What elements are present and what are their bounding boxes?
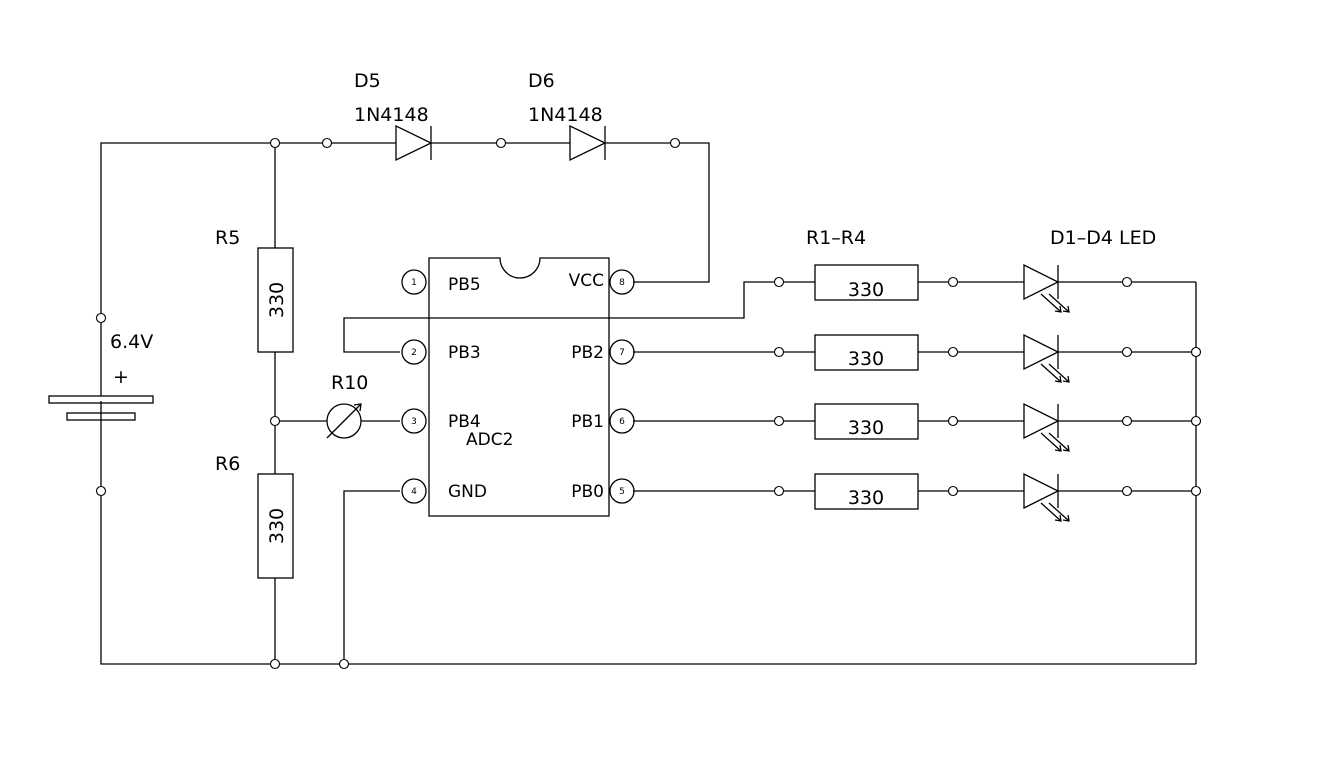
junction-node — [269, 658, 281, 670]
led-group-ref: D1–D4 LED — [1050, 227, 1156, 249]
led-d1 — [1023, 263, 1070, 313]
resistor-r6: 330 R6 — [215, 453, 294, 579]
junction-node — [1121, 346, 1133, 358]
junction-node — [773, 346, 785, 358]
diode-d6-triangle — [569, 124, 607, 162]
resistor-r5-ref: R5 — [215, 227, 240, 249]
pin-4-number: 4 — [411, 487, 417, 497]
pin-7-label: PB2 — [571, 343, 604, 363]
junction-node — [1190, 346, 1202, 358]
pin-3-label: PB4 — [448, 412, 481, 432]
junction-nodes — [95, 137, 1202, 670]
battery-plate-long — [48, 395, 154, 404]
junction-node — [95, 312, 107, 324]
pin-4-label: GND — [448, 482, 487, 502]
battery-plus-sign: + — [113, 366, 129, 388]
sensor-r10: R10 — [326, 372, 368, 439]
resistor-r6-value: 330 — [266, 508, 288, 544]
pin-7-number: 7 — [619, 348, 625, 358]
pin-5-label: PB0 — [571, 482, 604, 502]
junction-node — [321, 137, 333, 149]
led-d2 — [1023, 333, 1070, 383]
led-d4 — [1023, 472, 1070, 522]
pin-6-label: PB1 — [571, 412, 604, 432]
resistor-r5: 330 R5 — [215, 227, 294, 353]
pin-3-number: 3 — [411, 417, 417, 427]
pin-6-number: 6 — [619, 417, 625, 427]
resistor-r3-value: 330 — [848, 417, 884, 439]
diode-d5: D5 1N4148 — [354, 70, 433, 162]
junction-node — [773, 415, 785, 427]
junction-node — [338, 658, 350, 670]
diode-d5-ref: D5 — [354, 70, 381, 92]
battery-plate-short — [66, 412, 136, 421]
junction-node — [947, 346, 959, 358]
wires — [100, 142, 1197, 665]
pin-8-number: 8 — [619, 278, 625, 288]
battery-voltage: 6.4V — [110, 331, 153, 353]
pin-8-label: VCC — [569, 271, 604, 291]
led-group-d1-d4: D1–D4 LED — [1023, 227, 1156, 522]
diode-d6-ref: D6 — [528, 70, 555, 92]
junction-node — [669, 137, 681, 149]
sensor-r10-ref: R10 — [331, 372, 368, 394]
pin-5-number: 5 — [619, 487, 625, 497]
led-d3 — [1023, 402, 1070, 452]
pin-1-label: PB5 — [448, 275, 481, 295]
battery: 6.4V + — [48, 331, 154, 421]
pin-2-label: PB3 — [448, 343, 481, 363]
junction-node — [1190, 415, 1202, 427]
resistor-r5-value: 330 — [266, 282, 288, 318]
junction-node — [1190, 485, 1202, 497]
resistor-group-ref: R1–R4 — [806, 227, 866, 249]
resistor-r4-value: 330 — [848, 487, 884, 509]
junction-node — [495, 137, 507, 149]
diode-d5-part: 1N4148 — [354, 104, 429, 126]
junction-node — [947, 485, 959, 497]
junction-node — [269, 137, 281, 149]
pin-3-sublabel: ADC2 — [466, 430, 513, 450]
junction-node — [773, 485, 785, 497]
junction-node — [947, 415, 959, 427]
resistor-group-r1-r4: R1–R4 330 330 330 330 — [806, 227, 919, 510]
junction-node — [1121, 276, 1133, 288]
diode-d6: D6 1N4148 — [528, 70, 607, 162]
junction-node — [947, 276, 959, 288]
junction-node — [95, 485, 107, 497]
junction-node — [269, 415, 281, 427]
pin-1-number: 1 — [411, 278, 417, 288]
junction-node — [1121, 415, 1133, 427]
resistor-r6-ref: R6 — [215, 453, 240, 475]
resistor-r2-value: 330 — [848, 348, 884, 370]
diode-d5-triangle — [395, 124, 433, 162]
diode-d6-part: 1N4148 — [528, 104, 603, 126]
resistor-r1-value: 330 — [848, 279, 884, 301]
pin-2-number: 2 — [411, 348, 417, 358]
chip-body — [428, 257, 610, 517]
junction-node — [773, 276, 785, 288]
microcontroller: PB5 PB3 PB4 ADC2 GND PB0 PB1 PB2 VCC 1 2… — [401, 257, 635, 517]
junction-node — [1121, 485, 1133, 497]
